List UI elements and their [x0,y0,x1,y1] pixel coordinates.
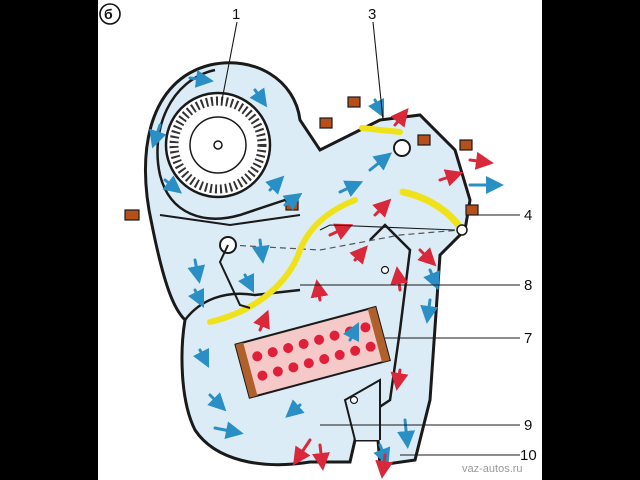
partition-mid [184,288,301,321]
cold-air-arrow [149,123,167,149]
hot-air-arrow [390,266,409,292]
cold-air-arrow [342,321,360,343]
callout-3: 3 [368,6,376,23]
callout-7: 7 [524,330,532,347]
cold-air-arrow [420,298,439,324]
cold-air-arrow [187,287,205,309]
heater-tube [334,349,345,360]
damper-3 [359,125,403,135]
cold-air-arrow [368,152,393,172]
blower-fan [164,91,272,199]
cold-air-arrow [188,69,214,88]
heater-tube [288,362,299,373]
damper-8 [207,197,358,325]
hot-air-arrow [438,169,464,187]
hot-air-arrow [390,368,409,391]
hot-air-arrow [390,107,409,128]
heater-tube [303,358,314,369]
cold-air-arrow [207,392,227,412]
pivot-lower [349,395,359,405]
damper-4 [399,188,466,234]
hot-air-arrow [253,309,270,332]
lever-arm [218,244,251,309]
cold-air-arrow [251,238,270,264]
watermark: vaz-autos.ru [462,463,523,475]
partition-top [159,214,301,227]
cold-air-arrow [187,258,206,284]
heater-tube [360,322,371,333]
hot-air-arrow [417,247,437,267]
mounting-flanges [124,96,479,221]
cold-air-arrow [265,175,285,195]
heater-tube [350,345,361,356]
cold-air-arrow [285,399,305,418]
hot-air-arrow [349,245,368,265]
heater-tube [267,347,278,358]
cold-air-arrow [249,87,268,108]
callout-leaders [221,21,520,456]
hot-air-arrow [293,438,312,466]
heater-tube [314,334,325,345]
hot-air-arrow [372,198,392,218]
cold-air-arrow [282,192,303,211]
heater-tube [252,351,263,362]
svg-text:б: б [104,6,113,22]
heater-tube [283,343,294,354]
cold-air-arrow [237,272,255,294]
hot-air-arrow [375,453,394,479]
callout-4: 4 [524,207,532,224]
damper-3-pivot [393,139,411,157]
callout-1: 1 [232,6,240,23]
cold-air-arrow [423,268,440,291]
cold-air-arrow [192,347,210,369]
fan-scroll [156,68,301,220]
heater-tube [298,338,309,349]
cold-air-arrow [367,97,385,119]
pivot-center [380,265,390,275]
callout-8: 8 [524,277,532,294]
heater-tube [319,354,330,365]
heater-tube [329,330,340,341]
cold-air-arrow [338,180,364,197]
heater-tube [365,341,376,352]
heater-tube [257,370,268,381]
hot-airflow-arrows [253,107,494,479]
callout-9: 9 [524,417,532,434]
cold-air-arrow [162,175,183,194]
figure-tag: б [99,3,121,25]
cold-air-arrow [397,418,416,449]
callout-10: 10 [520,447,537,464]
hot-air-arrow [310,279,329,302]
linkage-rod [229,229,461,251]
hot-air-arrow [312,443,330,471]
hot-air-arrow [328,223,354,240]
hot-air-arrow [468,151,494,170]
heater-tube [272,366,283,377]
damper-4-pivot [456,224,468,236]
cold-air-arrow [213,421,244,440]
